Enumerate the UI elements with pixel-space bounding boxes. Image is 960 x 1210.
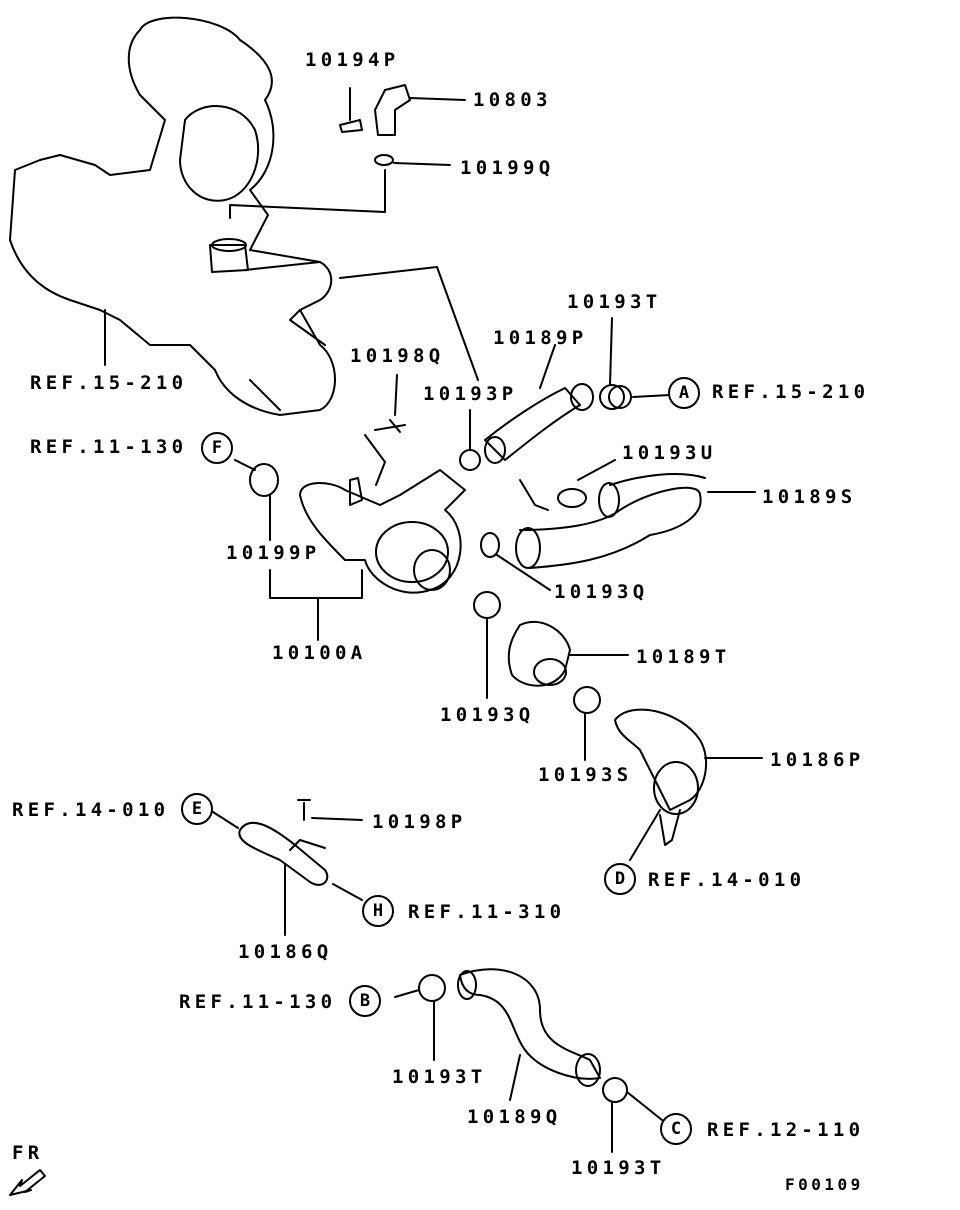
ref-marker-c: C xyxy=(660,1113,692,1145)
label-10198P: 10198P xyxy=(372,811,467,833)
sensor-10803 xyxy=(374,84,411,136)
ref-marker-f: F xyxy=(201,432,233,464)
ref-marker-b: B xyxy=(349,985,381,1017)
pipe-10186Q xyxy=(238,821,329,886)
ref-marker-e: E xyxy=(181,793,213,825)
front-direction-arrow xyxy=(9,1169,46,1196)
label-10194P: 10194P xyxy=(305,49,400,71)
label-10100A: 10100A xyxy=(272,642,367,664)
label-10193T: 10193T xyxy=(571,1157,666,1179)
ref-marker-a: A xyxy=(668,377,700,409)
ref-marker-h: H xyxy=(362,895,394,927)
label-10186Q: 10186Q xyxy=(238,941,333,963)
label-10193T: 10193T xyxy=(567,291,662,313)
label-10193U: 10193U xyxy=(622,442,717,464)
ref-marker-d: D xyxy=(604,863,636,895)
hose-10189Q xyxy=(459,968,601,1080)
ref-label: REF.11-130 xyxy=(179,991,337,1013)
label-10193S: 10193S xyxy=(538,764,633,786)
pipe-10186P xyxy=(614,708,708,811)
label-10199Q: 10199Q xyxy=(460,157,555,179)
label-10803: 10803 xyxy=(473,89,552,111)
label-10199P: 10199P xyxy=(226,542,321,564)
ref-label: REF.15-210 xyxy=(30,372,188,394)
ref-label: REF.15-210 xyxy=(712,381,870,403)
label-10193Q: 10193Q xyxy=(554,581,649,603)
thermostat-housing xyxy=(299,469,466,594)
label-10193P: 10193P xyxy=(423,383,518,405)
ref-label: REF.14-010 xyxy=(12,799,170,821)
front-direction-label: FR xyxy=(12,1142,44,1164)
diagram-code: F00109 xyxy=(785,1175,864,1194)
label-10193T: 10193T xyxy=(392,1066,487,1088)
ref-label: REF.14-010 xyxy=(648,869,806,891)
label-10198Q: 10198Q xyxy=(350,345,445,367)
hose-10189T xyxy=(507,620,571,687)
label-10189P: 10189P xyxy=(493,327,588,349)
engine-outline xyxy=(9,16,336,416)
label-10189Q: 10189Q xyxy=(467,1106,562,1128)
ref-label: REF.11-130 xyxy=(30,436,188,458)
hose-10189S xyxy=(519,486,702,569)
label-10186P: 10186P xyxy=(770,749,865,771)
ref-label: REF.11-310 xyxy=(408,901,566,923)
label-10189T: 10189T xyxy=(636,646,731,668)
ref-label: REF.12-110 xyxy=(707,1119,865,1141)
hose-10189P xyxy=(484,387,581,461)
label-10193Q: 10193Q xyxy=(440,704,535,726)
label-10189S: 10189S xyxy=(762,486,857,508)
